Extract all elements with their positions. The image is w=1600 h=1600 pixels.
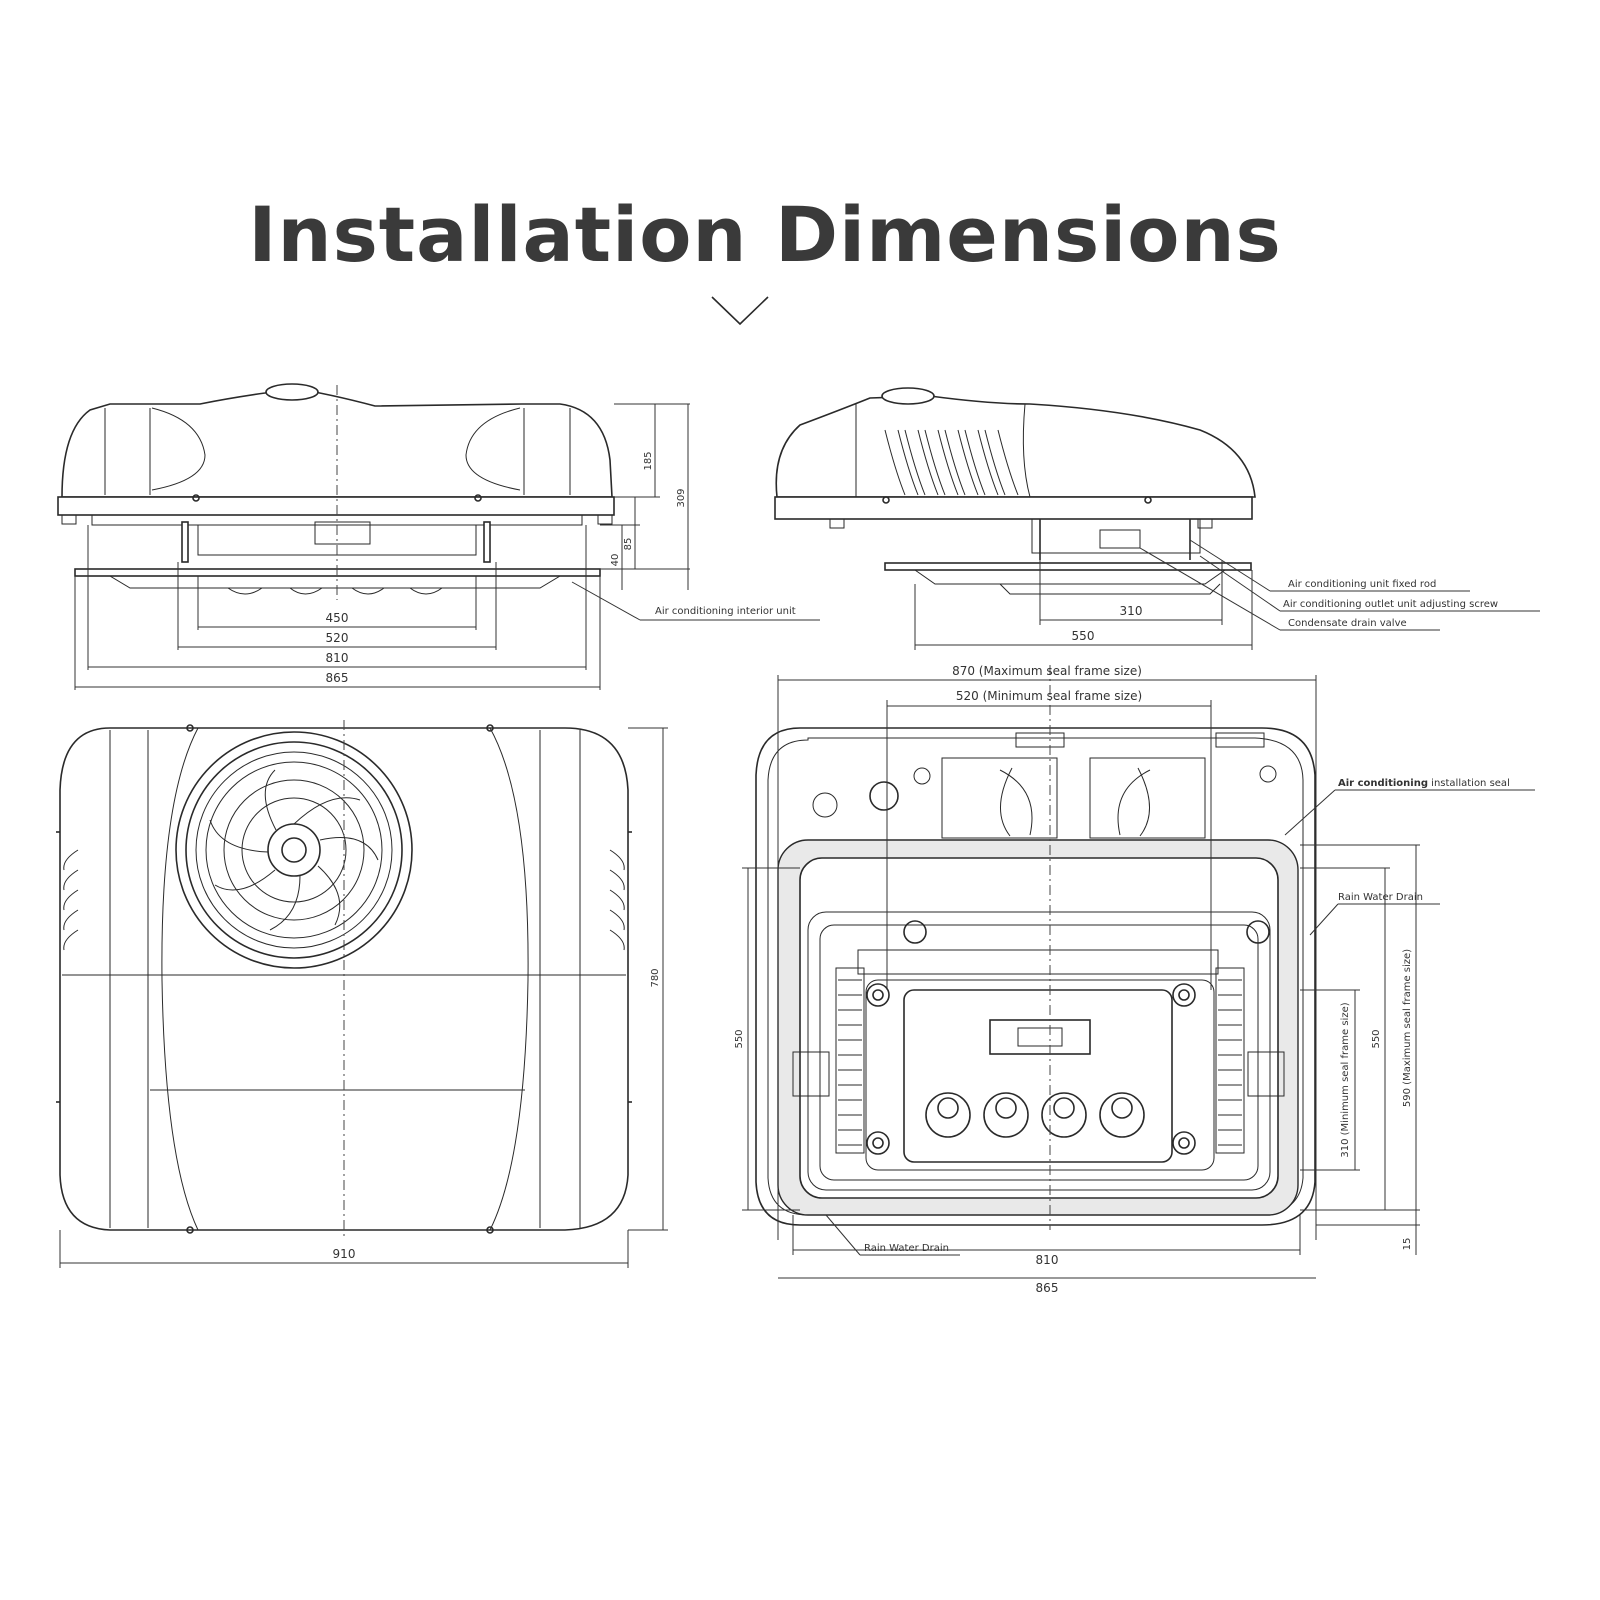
callout-drain-valve: Condensate drain valve [1288,618,1407,629]
dim-865-bottom: 865 [1036,1281,1059,1295]
callout-rain-drain-right: Rain Water Drain [1338,892,1423,903]
dim-40: 40 [610,554,621,567]
top-view: 780 910 [56,720,668,1268]
dim-185: 185 [643,451,654,470]
callout-fixed-rod: Air conditioning unit fixed rod [1288,579,1436,590]
callout-installation-seal-bold: Air conditioning [1338,778,1428,789]
side-vents-left [63,849,79,951]
control-knobs [925,1092,1145,1138]
fan-blades [209,769,379,931]
dim-810-bottom: 810 [1036,1253,1059,1267]
callout-adjusting-screw: Air conditioning outlet unit adjusting s… [1283,599,1498,610]
callout-interior-unit: Air conditioning interior unit [655,606,796,617]
dim-min-seal-height: 310 (Minimum seal frame size) [1340,1002,1351,1157]
dim-780: 780 [650,968,661,987]
side-view: 310 550 Air conditioning unit fixed rod … [774,387,1540,650]
dim-85: 85 [623,538,634,551]
bottom-view: 870 (Maximum seal frame size) 520 (Minim… [734,664,1535,1295]
dim-310: 310 [1120,604,1143,618]
side-vents-right [609,849,625,951]
front-view: 185 309 85 40 450 520 810 865 Air cond [57,383,820,690]
dim-910: 910 [333,1247,356,1261]
dim-max-seal-width: 870 (Maximum seal frame size) [952,664,1142,678]
dim-309: 309 [676,488,687,507]
callout-installation-seal: Air conditioning installation seal [1338,778,1510,789]
page-title: Installation Dimensions [248,190,1282,279]
dim-450: 450 [326,611,349,625]
dim-550-right: 550 [1371,1029,1382,1048]
dim-810: 810 [326,651,349,665]
dim-15: 15 [1402,1238,1413,1251]
dim-550-left: 550 [734,1029,745,1048]
dim-max-seal-height: 590 (Maximum seal frame size) [1402,949,1413,1107]
dim-min-seal-width: 520 (Minimum seal frame size) [956,689,1142,703]
dim-865: 865 [326,671,349,685]
side-grilles [838,979,1242,1146]
callout-rain-drain-bottom: Rain Water Drain [864,1243,949,1254]
mount-bolts [866,920,1270,1155]
callout-installation-seal-rest: installation seal [1428,778,1510,789]
dim-550: 550 [1072,629,1095,643]
chevron-down-icon[interactable] [711,296,769,326]
dim-520: 520 [326,631,349,645]
